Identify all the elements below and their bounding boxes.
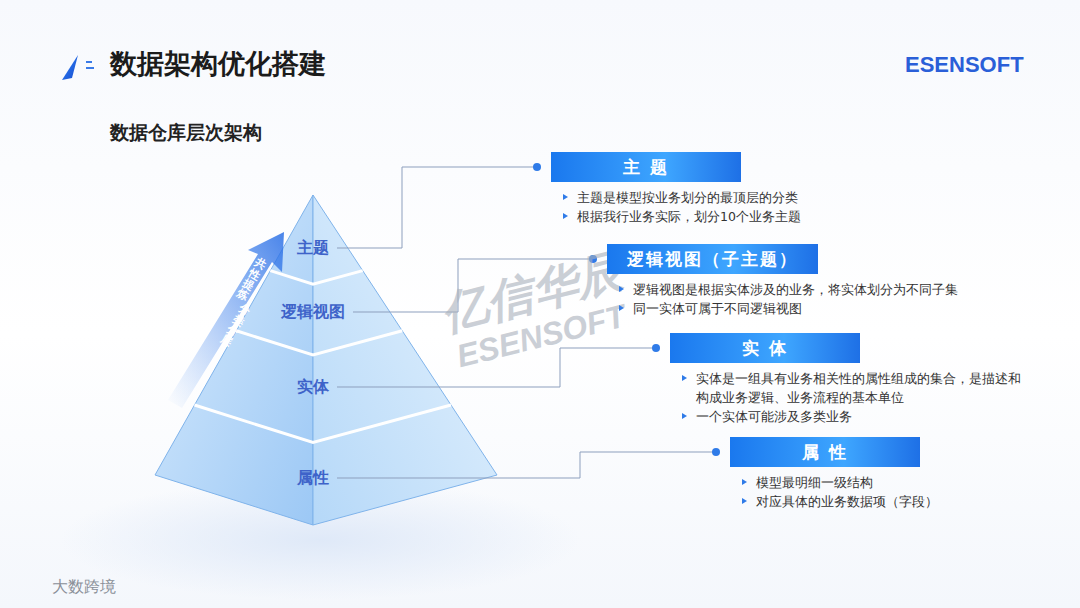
heading-text: 属 性 xyxy=(802,441,848,464)
callout: 属 性模型最明细一级结构对应具体的业务数据项（字段） xyxy=(730,437,938,511)
bullet-text: 根据我行业务实际，划分10个业务主题 xyxy=(551,207,801,226)
heading-text: 主 题 xyxy=(623,156,669,179)
heading-bar: 属 性 xyxy=(730,437,920,467)
pyramid-layer: 逻辑视图 xyxy=(275,300,351,325)
bullet-text: 一个实体可能涉及多类业务 xyxy=(670,407,1026,426)
bullet-list: 实体是一组具有业务相关性的属性组成的集合，是描述和构成业务逻辑、业务流程的基本单… xyxy=(670,363,1026,426)
pyramid-layer: 主题 xyxy=(291,236,335,261)
heading-text: 实 体 xyxy=(742,337,788,360)
bullet-text: 模型最明细一级结构 xyxy=(730,473,938,492)
source-mark: 大数跨境 xyxy=(52,577,116,598)
bullet-list: 逻辑视图是根据实体涉及的业务，将实体划分为不同子集同一实体可属于不同逻辑视图 xyxy=(607,274,958,318)
subtitle: 数据仓库层次架构 xyxy=(110,120,262,146)
pyramid-layer: 实体 xyxy=(291,375,335,400)
heading-bar: 主 题 xyxy=(551,152,741,182)
bullet-text: 对应具体的业务数据项（字段） xyxy=(730,492,938,511)
bullet-text: 实体是一组具有业务相关性的属性组成的集合，是描述和构成业务逻辑、业务流程的基本单… xyxy=(670,369,1026,407)
bullet-list: 模型最明细一级结构对应具体的业务数据项（字段） xyxy=(730,467,938,511)
layer-label: 属性 xyxy=(297,468,329,489)
leader-line xyxy=(337,163,541,248)
bullet-text: 主题是模型按业务划分的最顶层的分类 xyxy=(551,188,801,207)
leader-line xyxy=(337,448,720,478)
bullet-text: 逻辑视图是根据实体涉及的业务，将实体划分为不同子集 xyxy=(607,280,958,299)
layer-label: 实体 xyxy=(297,377,329,398)
page-title: 数据架构优化搭建 xyxy=(110,46,326,82)
logo-text: ESENSOFT xyxy=(905,52,1024,78)
heading-text: 逻辑视图（子主题） xyxy=(627,248,798,271)
bullet-text: 同一实体可属于不同逻辑视图 xyxy=(607,299,958,318)
callout: 主 题主题是模型按业务划分的最顶层的分类根据我行业务实际，划分10个业务主题 xyxy=(551,152,801,226)
heading-bar: 逻辑视图（子主题） xyxy=(607,244,818,274)
bullet-list: 主题是模型按业务划分的最顶层的分类根据我行业务实际，划分10个业务主题 xyxy=(551,182,801,226)
heading-bar: 实 体 xyxy=(670,333,860,363)
callout: 逻辑视图（子主题） 逻辑视图是根据实体涉及的业务，将实体划分为不同子集同一实体可属… xyxy=(607,244,958,318)
callout: 实 体实体是一组具有业务相关性的属性组成的集合，是描述和构成业务逻辑、业务流程的… xyxy=(670,333,1026,426)
layer-label: 逻辑视图 xyxy=(281,302,345,323)
pyramid-layer: 属性 xyxy=(291,466,335,491)
layer-label: 主题 xyxy=(297,238,329,259)
